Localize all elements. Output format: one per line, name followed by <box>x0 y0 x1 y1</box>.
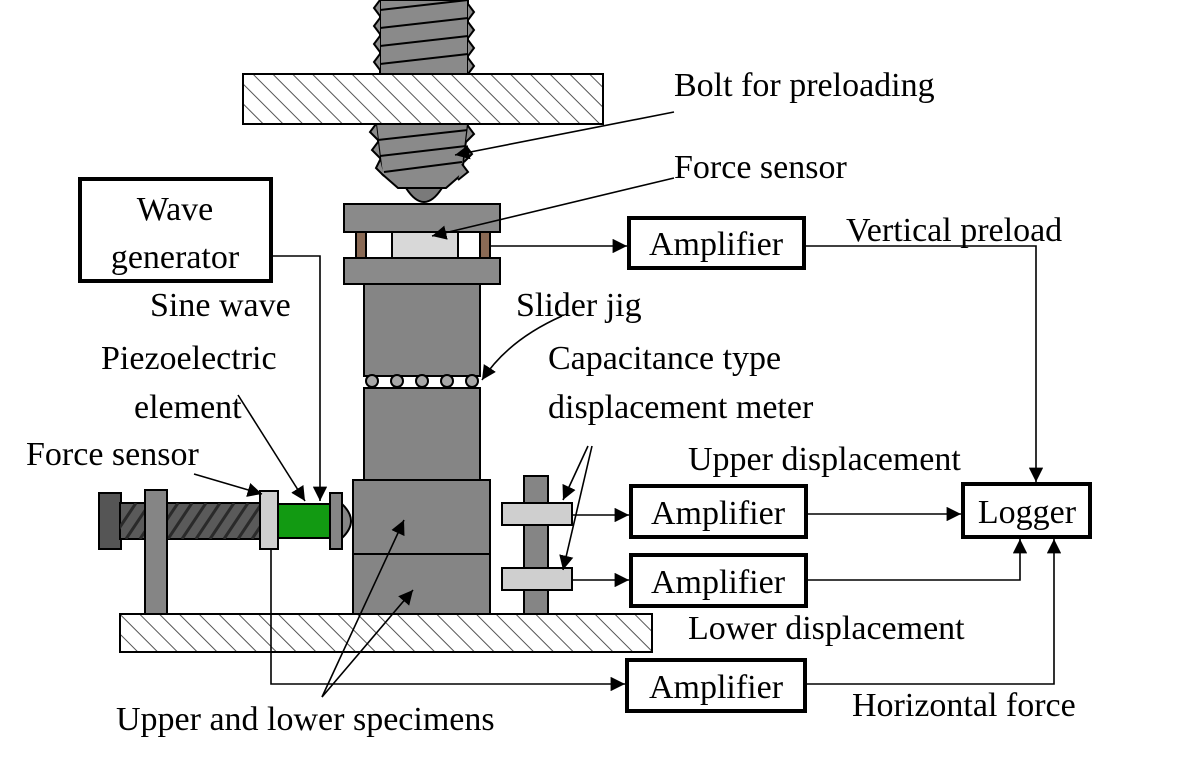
signal-wires <box>270 238 1062 692</box>
amplifier-vertical-box: Amplifier <box>627 216 806 270</box>
top-force-sensor-assembly <box>343 203 501 285</box>
logger-box: Logger <box>961 482 1092 539</box>
wave-generator-line1: Wave <box>137 191 214 228</box>
upper-displacement-label: Upper displacement <box>688 441 961 478</box>
piezo-end-plate <box>329 492 343 550</box>
slider-jig-label: Slider jig <box>516 287 642 324</box>
left-force-sensor <box>259 490 279 550</box>
slider-balls <box>365 374 479 388</box>
upper-displacement-probe <box>501 502 573 526</box>
screw-support-post <box>144 489 168 615</box>
top-frame-plate <box>242 73 604 125</box>
base-plate <box>119 613 653 653</box>
amplifier-vertical-label: Amplifier <box>649 226 784 263</box>
capacitance-label-line2: displacement meter <box>548 389 814 426</box>
wave-generator-box: Wave generator <box>78 177 273 283</box>
wire-horizontal-to-logger <box>807 539 1062 685</box>
wire-vertical-to-logger <box>806 245 1044 482</box>
logger-label: Logger <box>978 494 1077 531</box>
force-sensor-top-label: Force sensor <box>674 149 847 186</box>
piezoelectric-element <box>277 503 331 539</box>
piezoelectric-label-line2: element <box>134 389 242 426</box>
amplifier-upper-box: Amplifier <box>629 484 808 539</box>
amplifier-upper-label: Amplifier <box>651 495 786 532</box>
leader-arrows <box>193 111 675 698</box>
displacement-meter <box>501 475 573 615</box>
wire-sine-wave <box>271 255 328 501</box>
lower-displacement-probe <box>501 567 573 591</box>
horizontal-actuator <box>98 489 352 615</box>
bolt-thread-lower <box>368 123 476 203</box>
slider-jig <box>363 283 481 481</box>
labels: Bolt for preloading Force sensor Vertica… <box>26 67 1076 738</box>
piezoelectric-label-line1: Piezoelectric <box>101 340 277 377</box>
lower-displacement-label: Lower displacement <box>688 610 965 647</box>
capacitance-label-line1: Capacitance type <box>548 340 781 377</box>
wire-horizontal-force <box>270 549 625 692</box>
sine-wave-label: Sine wave <box>150 287 291 324</box>
wave-generator-line2: generator <box>111 239 240 276</box>
wire-lower-to-logger <box>808 539 1028 581</box>
meter-post <box>523 475 549 615</box>
amplifier-horizontal-box: Amplifier <box>625 658 807 713</box>
amplifier-lower-box: Amplifier <box>629 553 808 608</box>
horizontal-screw <box>119 502 261 540</box>
top-force-sensor <box>391 231 459 259</box>
lower-specimen <box>352 553 491 615</box>
bolt-thread-upper <box>372 0 476 75</box>
amplifier-lower-label: Amplifier <box>651 564 786 601</box>
piezo-tip <box>341 501 352 541</box>
bolt-for-preloading-label: Bolt for preloading <box>674 67 935 104</box>
vertical-preload-label: Vertical preload <box>846 212 1062 249</box>
amplifier-horizontal-label: Amplifier <box>649 669 784 706</box>
specimens-label: Upper and lower specimens <box>116 701 495 738</box>
force-sensor-left-label: Force sensor <box>26 436 199 473</box>
screw-head <box>98 492 122 550</box>
upper-specimen <box>352 479 491 555</box>
horizontal-force-label: Horizontal force <box>852 687 1076 724</box>
